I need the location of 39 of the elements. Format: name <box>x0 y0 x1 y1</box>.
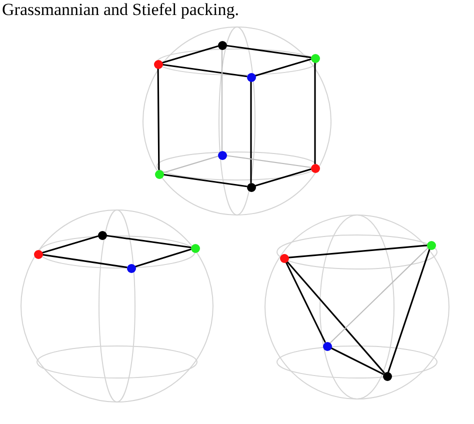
edge-line <box>162 156 218 174</box>
vertex-dot <box>246 182 256 192</box>
edge-line <box>134 248 192 268</box>
edge-line <box>162 45 218 64</box>
edge-line <box>285 261 326 343</box>
vertex-dot <box>246 72 256 82</box>
vertex-dot <box>310 164 320 172</box>
vertex-dot <box>98 230 106 240</box>
edge-line <box>162 64 248 78</box>
vertex-dot <box>218 150 226 160</box>
vertex-dot <box>190 244 200 252</box>
edge-line <box>330 347 384 375</box>
vertex-dot <box>218 40 226 50</box>
vertex-dot <box>34 250 42 258</box>
edge-line <box>226 44 312 58</box>
vertex-dot <box>426 240 436 250</box>
vertex-dot <box>154 60 162 68</box>
edge-line <box>250 80 252 184</box>
vertex-dot <box>310 54 320 62</box>
edge-line <box>162 174 248 188</box>
vertex-dot <box>322 342 332 350</box>
edge-line <box>221 48 223 152</box>
edge-line <box>157 68 160 170</box>
edge-line <box>388 248 430 373</box>
edge-line <box>286 260 385 374</box>
edge-line <box>42 235 98 254</box>
edge-line <box>106 234 192 248</box>
vertex-dot <box>126 264 136 272</box>
vertex-dot <box>280 254 288 262</box>
edge-line <box>226 155 312 168</box>
edge-line <box>42 254 128 268</box>
edge-line <box>314 62 316 164</box>
edge-line <box>254 58 312 77</box>
caption-text: Grassmannian and Stiefel packing. <box>2 0 239 19</box>
vertex-dot <box>382 372 392 380</box>
edge-line <box>288 244 428 258</box>
vertex-dot <box>154 170 164 178</box>
edge-line <box>254 168 312 187</box>
edge-line <box>330 248 428 344</box>
